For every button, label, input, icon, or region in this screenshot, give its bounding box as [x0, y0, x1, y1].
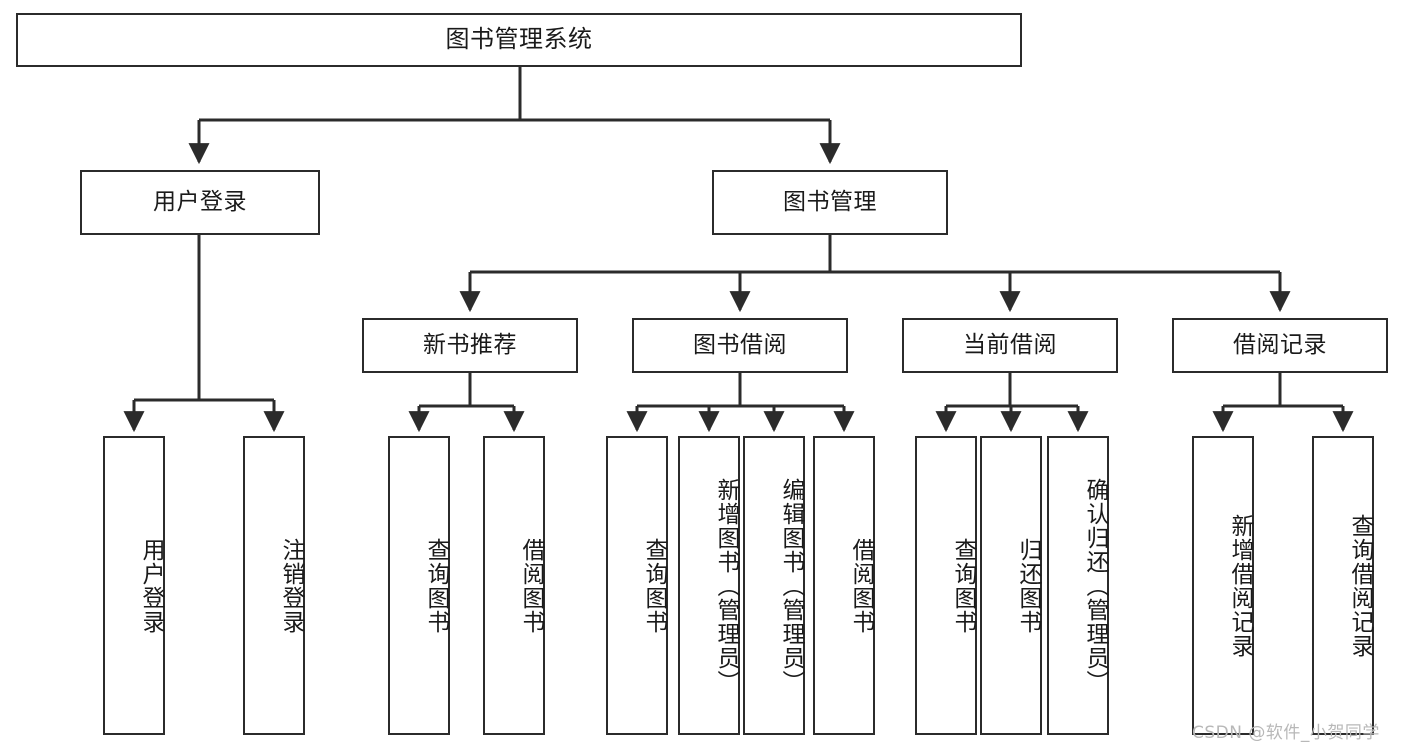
- node-book-borrow-label: 图书借阅: [693, 332, 787, 359]
- node-borrow-record[interactable]: 借阅记录: [1172, 318, 1388, 373]
- node-book-manage[interactable]: 图书管理: [712, 170, 948, 235]
- node-leaf-query-record-label: 查询借阅记录: [1347, 513, 1373, 658]
- node-leaf-query-book-borrow[interactable]: 查询图书: [606, 436, 668, 735]
- node-leaf-borrow-book-label: 借阅图书: [848, 537, 874, 634]
- csdn-watermark: CSDN @软件_小贺同学: [1192, 723, 1380, 743]
- node-leaf-query-record[interactable]: 查询借阅记录: [1312, 436, 1374, 735]
- node-user-login[interactable]: 用户登录: [80, 170, 320, 235]
- node-new-book-recommend-label: 新书推荐: [423, 332, 517, 359]
- node-leaf-confirm-return-label: 确认归还（管理员）: [1082, 477, 1108, 694]
- node-leaf-query-book-borrow-label: 查询图书: [641, 537, 667, 634]
- node-leaf-return-book-label: 归还图书: [1015, 537, 1041, 634]
- node-leaf-return-book[interactable]: 归还图书: [980, 436, 1042, 735]
- node-leaf-add-book-label: 新增图书（管理员）: [713, 477, 739, 694]
- node-new-book-recommend[interactable]: 新书推荐: [362, 318, 578, 373]
- node-leaf-borrow-book-rec-label: 借阅图书: [518, 537, 544, 634]
- node-borrow-record-label: 借阅记录: [1233, 332, 1327, 359]
- node-root[interactable]: 图书管理系统: [16, 13, 1022, 67]
- node-leaf-add-record[interactable]: 新增借阅记录: [1192, 436, 1254, 735]
- node-leaf-logout-label: 注销登录: [278, 537, 304, 634]
- node-leaf-edit-book-label: 编辑图书（管理员）: [778, 477, 804, 694]
- node-current-borrow-label: 当前借阅: [963, 332, 1057, 359]
- node-leaf-user-login[interactable]: 用户登录: [103, 436, 165, 735]
- node-leaf-add-record-label: 新增借阅记录: [1227, 513, 1253, 658]
- node-leaf-query-book-rec-label: 查询图书: [423, 537, 449, 634]
- node-root-label: 图书管理系统: [445, 25, 593, 54]
- node-leaf-add-book[interactable]: 新增图书（管理员）: [678, 436, 740, 735]
- node-leaf-user-login-label: 用户登录: [138, 537, 164, 634]
- node-user-login-label: 用户登录: [153, 189, 247, 216]
- node-book-borrow[interactable]: 图书借阅: [632, 318, 848, 373]
- node-current-borrow[interactable]: 当前借阅: [902, 318, 1118, 373]
- node-leaf-query-book-cur[interactable]: 查询图书: [915, 436, 977, 735]
- node-leaf-query-book-rec[interactable]: 查询图书: [388, 436, 450, 735]
- node-leaf-edit-book[interactable]: 编辑图书（管理员）: [743, 436, 805, 735]
- node-book-manage-label: 图书管理: [783, 189, 877, 216]
- node-leaf-borrow-book-rec[interactable]: 借阅图书: [483, 436, 545, 735]
- node-leaf-logout[interactable]: 注销登录: [243, 436, 305, 735]
- node-leaf-query-book-cur-label: 查询图书: [950, 537, 976, 634]
- node-leaf-confirm-return[interactable]: 确认归还（管理员）: [1047, 436, 1109, 735]
- node-leaf-borrow-book[interactable]: 借阅图书: [813, 436, 875, 735]
